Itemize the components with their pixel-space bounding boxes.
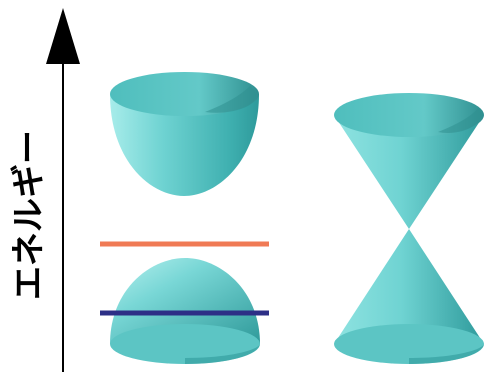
dirac-lower-cone [334,229,484,364]
lower-dome-body [110,258,260,344]
upper-cone-opening [334,93,484,137]
lower-cone-base-shadow [409,344,484,364]
lower-cone-base [334,324,484,364]
lower-dome-base [110,324,260,364]
energy-axis: エネルギー [9,8,80,372]
energy-axis-arrowhead [46,8,80,64]
upper-paraboloid-body [110,94,259,196]
dirac-upper-cone [334,93,484,229]
gapped-upper-paraboloid [110,72,259,196]
lower-cone-body [334,229,484,344]
upper-cone-body [334,115,484,229]
lower-dome-base-shadow [185,344,260,364]
gapped-lower-paraboloid [110,258,260,364]
energy-axis-label: エネルギー [9,130,49,300]
upper-paraboloid-inner-shade [205,86,256,113]
upper-cone-inner-shade [438,108,482,133]
